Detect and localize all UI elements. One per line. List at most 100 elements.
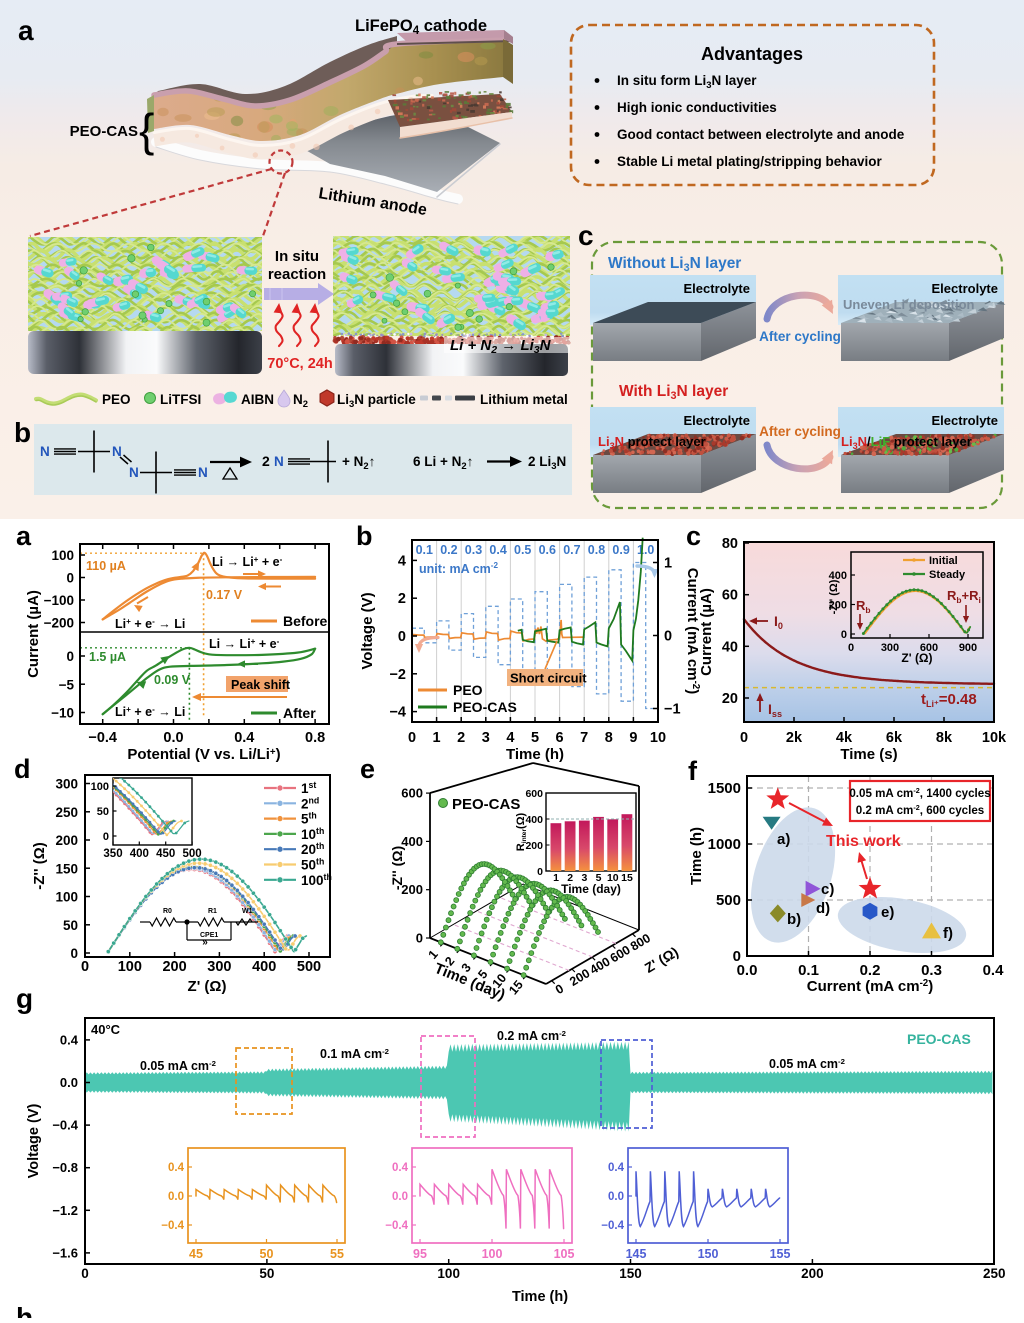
svg-text:Time (s): Time (s) [840, 746, 897, 763]
svg-text:0: 0 [66, 649, 74, 664]
svg-text:400: 400 [252, 959, 276, 975]
svg-text:600: 600 [525, 788, 543, 800]
svg-text:0.2 mA cm-2​, 600 cycles: 0.2 mA cm-2​, 600 cycles [856, 803, 984, 817]
svg-text:300: 300 [207, 959, 231, 975]
svg-text:0: 0 [408, 730, 416, 746]
svg-text:250: 250 [983, 1266, 1006, 1281]
svg-text:After cycling: After cycling [759, 329, 841, 344]
svg-text:Li3​N particle: Li3​N particle [337, 392, 416, 410]
svg-text:c): c) [821, 881, 834, 898]
svg-text:Time (h): Time (h) [506, 746, 564, 763]
svg-text:0: 0 [848, 642, 854, 654]
svg-text:-Z'' (Ω): -Z'' (Ω) [31, 842, 48, 889]
svg-text:−0.4: −0.4 [161, 1220, 184, 1232]
svg-text:6k: 6k [886, 730, 903, 746]
svg-text:200: 200 [162, 959, 186, 975]
svg-text:110 µA: 110 µA [86, 559, 126, 573]
svg-text:0.05 mA cm-2: 0.05 mA cm-2 [769, 1057, 845, 1071]
svg-text:Li3N protect layer: Li3N protect layer [598, 434, 706, 451]
svg-text:3: 3 [581, 872, 587, 884]
svg-text:150: 150 [698, 1247, 719, 1261]
svg-text:0.09 V: 0.09 V [154, 673, 191, 687]
svg-text:9: 9 [629, 730, 637, 746]
svg-text:2: 2 [567, 872, 573, 884]
svg-text:Electrolyte: Electrolyte [684, 413, 750, 428]
svg-text:250: 250 [55, 805, 78, 820]
svg-text:145: 145 [626, 1247, 647, 1261]
svg-text:0.0: 0.0 [608, 1191, 624, 1203]
svg-text:4: 4 [398, 553, 406, 569]
svg-text:−2: −2 [389, 667, 406, 683]
svg-text:b: b [14, 417, 31, 448]
svg-text:400: 400 [401, 834, 423, 849]
svg-text:0.1: 0.1 [798, 962, 819, 979]
svg-text:0: 0 [740, 730, 748, 746]
svg-text:e: e [360, 754, 375, 784]
svg-text:0.0: 0.0 [168, 1191, 184, 1203]
svg-text:Li + N2​ → Li3​N: Li + N2​ → Li3​N [450, 337, 552, 356]
svg-text:70°C, 24h: 70°C, 24h [267, 356, 332, 372]
svg-text:-Z'' (Ω): -Z'' (Ω) [828, 579, 840, 614]
svg-text:PEO-CAS: PEO-CAS [453, 699, 517, 715]
svg-text:PEO-CAS: PEO-CAS [452, 796, 520, 813]
svg-text:600: 600 [920, 642, 938, 654]
svg-text:15: 15 [506, 978, 526, 998]
svg-text:W1: W1 [242, 908, 253, 915]
svg-text:2: 2 [398, 591, 406, 607]
svg-text:50: 50 [259, 1266, 274, 1281]
svg-text:reaction: reaction [268, 266, 326, 283]
svg-text:8k: 8k [936, 730, 953, 746]
svg-text:0.0: 0.0 [60, 1075, 78, 1090]
svg-text:Z' (Ω): Z' (Ω) [188, 978, 227, 995]
svg-text:100: 100 [482, 1247, 503, 1261]
svg-text:900: 900 [959, 642, 977, 654]
svg-text:6: 6 [556, 730, 564, 746]
svg-text:0.4: 0.4 [608, 1162, 625, 1174]
svg-text:10: 10 [607, 872, 619, 884]
svg-text:0.8: 0.8 [588, 543, 605, 557]
svg-text:50: 50 [260, 1247, 274, 1261]
svg-text:Short circuit: Short circuit [510, 671, 587, 686]
svg-text:50: 50 [63, 918, 78, 933]
svg-text:600: 600 [401, 786, 423, 801]
svg-text:1000: 1000 [708, 836, 741, 853]
svg-text:15: 15 [621, 872, 633, 884]
svg-text:100: 100 [437, 1266, 460, 1281]
svg-text:55: 55 [330, 1247, 344, 1261]
svg-text:-Z'' (Ω): -Z'' (Ω) [389, 846, 405, 890]
svg-text:0.0: 0.0 [392, 1191, 408, 1203]
svg-text:5: 5 [596, 872, 602, 884]
svg-text:−1: −1 [664, 702, 681, 718]
svg-text:−0.4: −0.4 [88, 730, 117, 746]
svg-text:0: 0 [81, 959, 89, 975]
svg-text:0.05 mA cm-2: 0.05 mA cm-2 [140, 1059, 216, 1073]
svg-text:Without Li3​N layer: Without Li3​N layer [608, 255, 741, 274]
svg-text:N: N [40, 444, 50, 459]
svg-text:Current (µA): Current (µA) [25, 590, 42, 678]
svg-text:0.2 mA cm-2: 0.2 mA cm-2 [497, 1029, 566, 1043]
svg-text:105: 105 [554, 1247, 575, 1261]
svg-text:In situ form Li3​N layer: In situ form Li3​N layer [617, 73, 757, 91]
svg-text:0.17 V: 0.17 V [206, 588, 243, 602]
svg-text:0: 0 [733, 948, 741, 965]
svg-text:unit: mA cm-2: unit: mA cm-2 [419, 561, 498, 576]
svg-text:0.4: 0.4 [983, 962, 1005, 979]
svg-text:50: 50 [97, 806, 109, 818]
svg-text:200: 200 [829, 600, 847, 612]
svg-text:0.0: 0.0 [737, 962, 758, 979]
svg-text:CPE1: CPE1 [200, 932, 218, 939]
svg-text:10: 10 [650, 730, 666, 746]
svg-text:400: 400 [525, 814, 543, 826]
svg-text:Uneven Li deposition: Uneven Li deposition [843, 297, 975, 312]
svg-text:−0.4: −0.4 [52, 1118, 78, 1133]
svg-text:N: N [198, 465, 208, 480]
svg-text:200: 200 [801, 1266, 824, 1281]
svg-text:200: 200 [525, 840, 543, 852]
svg-text:a: a [18, 15, 34, 46]
svg-text:60: 60 [722, 588, 738, 604]
svg-text:400: 400 [829, 570, 847, 582]
svg-text:b): b) [787, 911, 801, 928]
svg-text:500: 500 [182, 848, 201, 860]
svg-text:0: 0 [841, 629, 847, 641]
svg-text:1: 1 [553, 872, 559, 884]
